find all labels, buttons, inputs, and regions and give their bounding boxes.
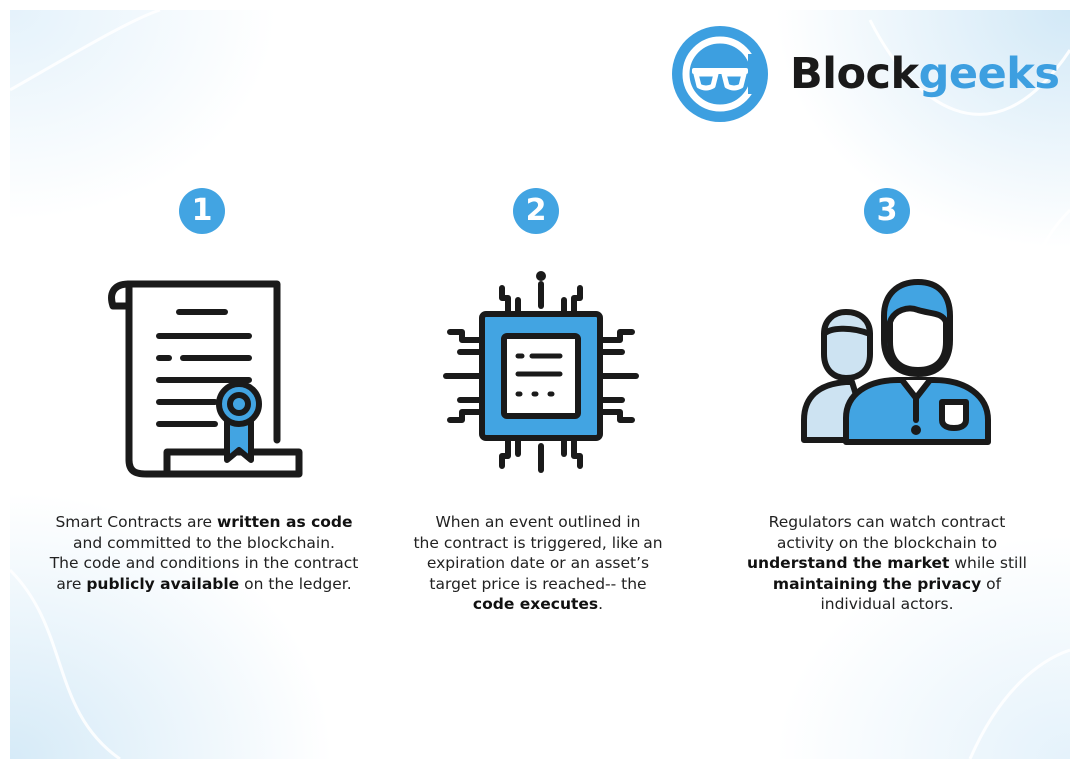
step-caption: Smart Contracts are written as code and …: [44, 512, 364, 594]
caption-line: and committed to the blockchain.: [73, 533, 335, 552]
caption-line: target price is reached-- the: [429, 574, 647, 593]
microchip-icon: [443, 271, 639, 473]
caption-text: of: [981, 574, 1002, 593]
step-caption: Regulators can watch contract activity o…: [727, 512, 1047, 615]
contract-scroll-icon: [108, 280, 303, 478]
brand-logo: Blockgeeks: [670, 24, 1060, 124]
caption-emphasis: written as code: [216, 513, 353, 531]
step-number-badge: 3: [864, 188, 910, 234]
brand-name-accent: geeks: [918, 48, 1060, 99]
step-number-badge: 2: [513, 188, 559, 234]
slide: Blockgeeks 1: [10, 10, 1070, 759]
brand-name-dark: Block: [790, 48, 919, 99]
caption-text: on the ledger.: [239, 574, 352, 593]
brand-name: Blockgeeks: [790, 52, 1060, 96]
caption-text: are: [56, 574, 87, 593]
caption-text: while still: [949, 554, 1027, 572]
caption-text: Smart Contracts are: [55, 513, 217, 531]
caption-line: The code and conditions in the contract: [49, 554, 359, 572]
blockgeeks-glasses-icon: [672, 26, 768, 122]
caption-line: individual actors.: [820, 595, 954, 613]
caption-emphasis: maintaining the privacy: [772, 574, 982, 593]
step-caption: When an event outlined in the contract i…: [378, 512, 698, 615]
caption-line: expiration date or an asset’s: [426, 554, 650, 572]
step-number-badge: 1: [179, 188, 225, 234]
caption-line: the contract is triggered, like an: [413, 533, 663, 552]
caption-line: Regulators can watch contract: [768, 513, 1006, 531]
caption-emphasis: understand the market: [747, 554, 950, 572]
caption-line: activity on the blockchain to: [776, 533, 998, 552]
caption-line: When an event outlined in: [435, 513, 641, 531]
caption-emphasis: publicly available: [86, 574, 240, 593]
caption-emphasis: code executes: [472, 595, 599, 613]
regulators-people-icon: [801, 279, 991, 445]
caption-text: .: [598, 595, 604, 613]
